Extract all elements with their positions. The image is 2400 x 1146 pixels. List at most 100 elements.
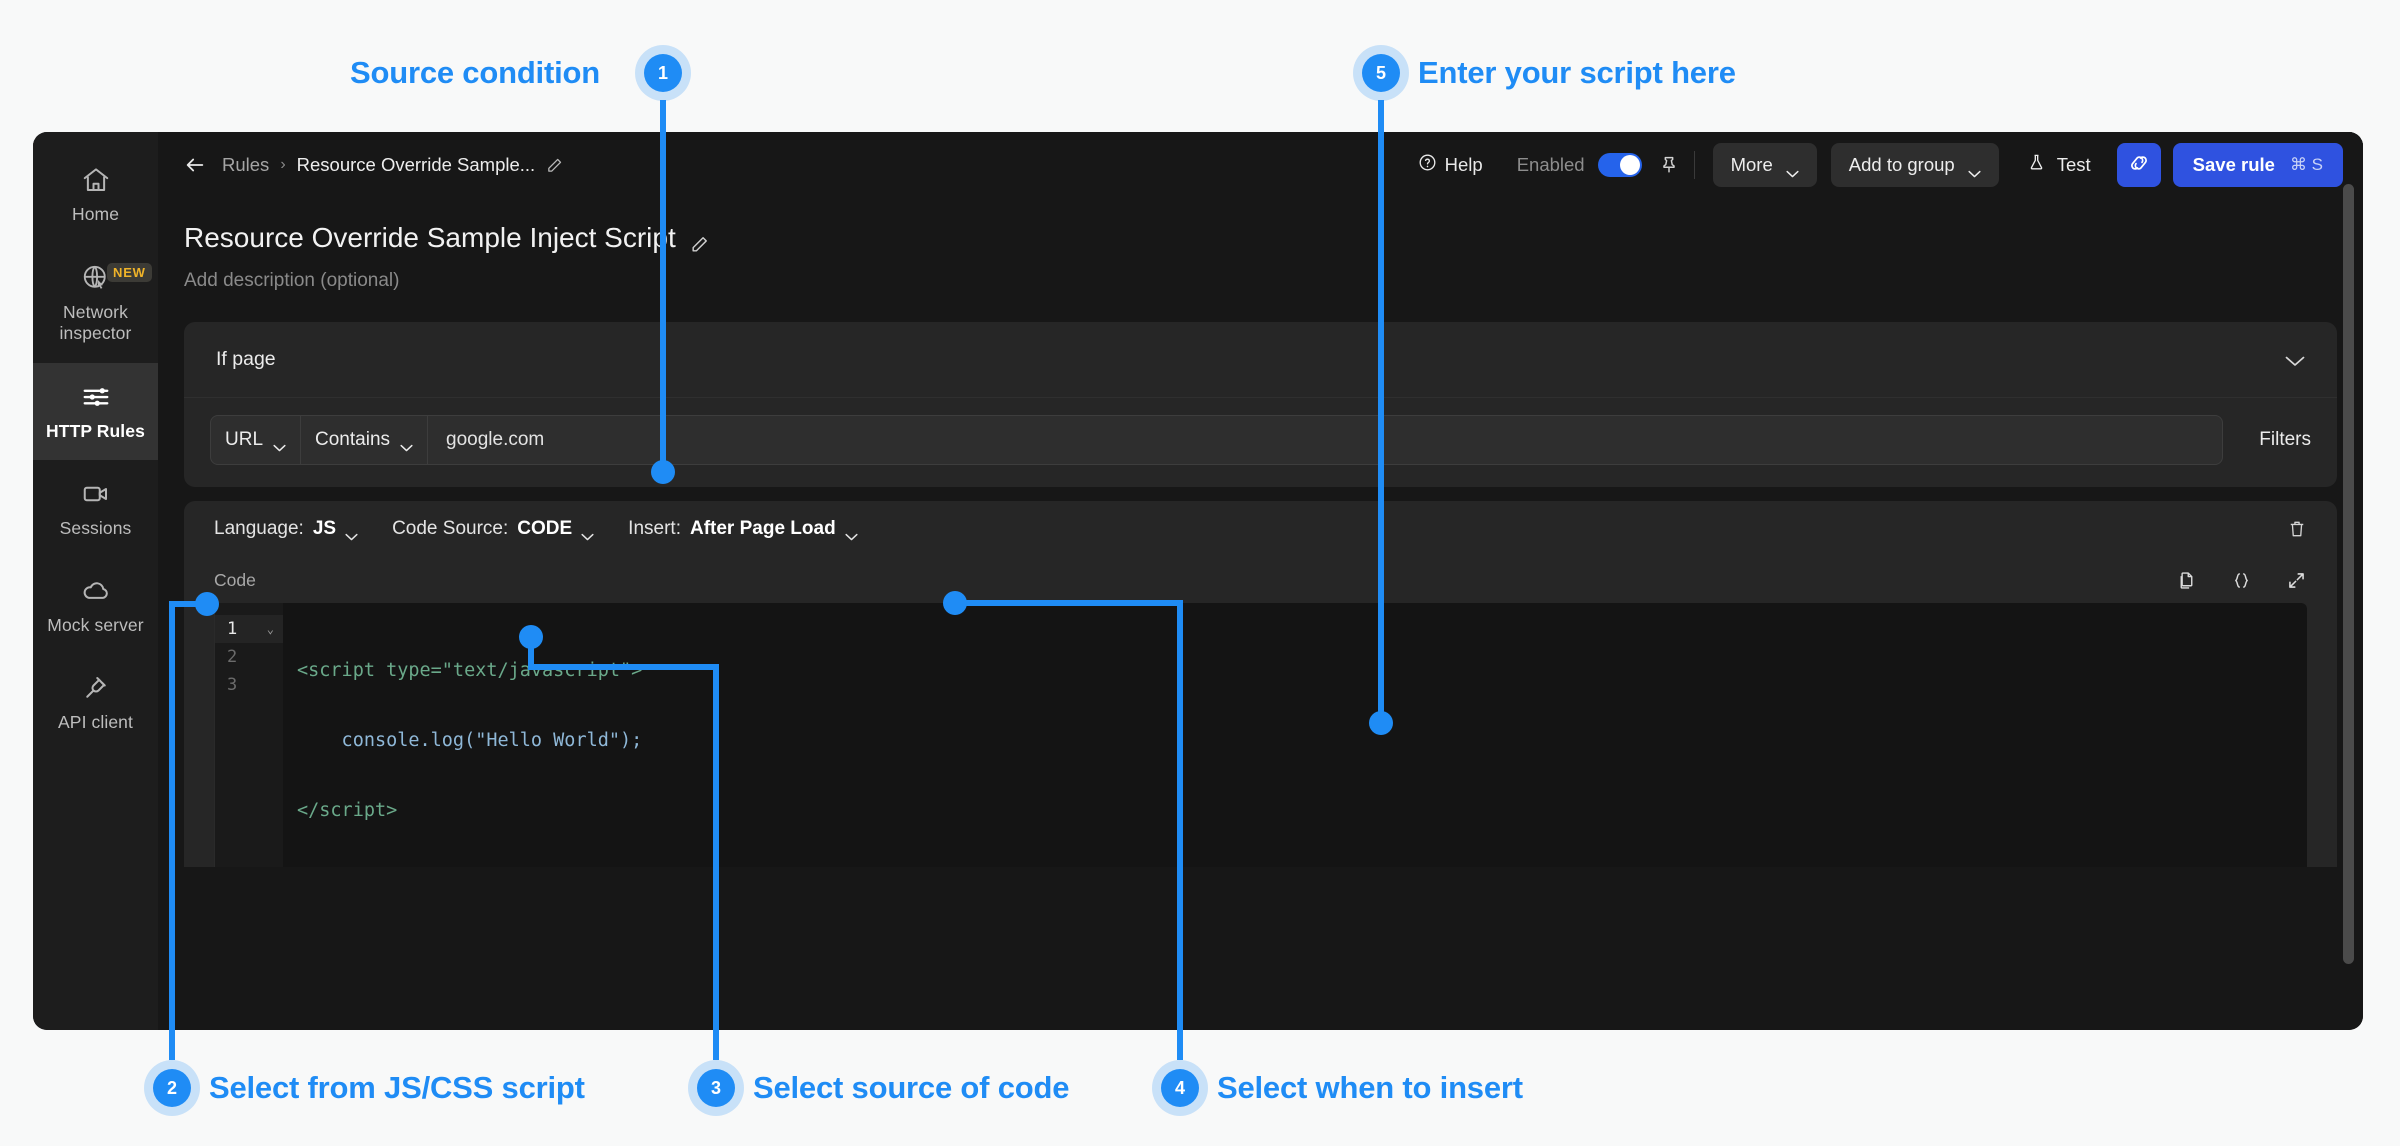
sidebar-item-home[interactable]: Home [33,146,158,243]
more-label: More [1730,154,1773,175]
sidebar-item-label: Network inspector [59,301,132,343]
topbar: Rules › Resource Override Sample... Help [158,132,2363,198]
title-block: Resource Override Sample Inject Script A… [158,198,2363,292]
video-camera-icon [81,479,111,509]
condition-value-input[interactable]: google.com [428,415,2224,465]
page-title-row: Resource Override Sample Inject Script [184,222,2337,254]
app-window: Home NEW Network inspector HTT [33,132,2363,1030]
save-rule-button[interactable]: Save rule ⌘ S [2172,143,2343,187]
line-number: 1 [227,619,238,639]
code-source-value: CODE [517,518,573,539]
chevron-down-icon [581,525,594,541]
condition-card-header: If page [184,322,2337,398]
globe-inspect-icon [81,263,111,293]
language-prefix: Language: [214,518,304,539]
add-to-group-button[interactable]: Add to group [1830,143,1999,187]
code-line-2: console.log("Hello World"); [297,727,2307,755]
chevron-down-icon [400,436,413,452]
help-button[interactable]: Help [1418,153,1483,177]
code-editor[interactable]: 1 ⌄ 2 3 <script type="text/ja [214,603,2307,867]
new-badge: NEW [107,263,152,282]
edit-pencil-icon[interactable] [546,157,563,174]
insert-prefix: Insert: [628,518,681,539]
test-button[interactable]: Test [2013,152,2105,178]
gutter-line: 2 [215,643,283,671]
sidebar-item-label: API client [58,711,133,732]
gutter-line: 1 ⌄ [215,615,283,643]
language-select[interactable]: Language: JS [214,518,358,541]
link-icon [2128,152,2150,179]
enabled-label: Enabled [1516,154,1585,175]
code-label: Code [214,569,256,590]
main-content: Rules › Resource Override Sample... Help [158,132,2363,1030]
insert-timing-select[interactable]: Insert: After Page Load [628,518,858,541]
cloud-icon [81,576,111,606]
format-braces-icon[interactable] [2231,570,2252,591]
condition-operator-select[interactable]: Contains [301,415,429,465]
code-source-select[interactable]: Code Source: CODE [392,518,594,541]
flask-icon [2027,152,2046,178]
sidebar: Home NEW Network inspector HTT [33,132,158,1030]
sidebar-item-sessions[interactable]: Sessions [33,460,158,557]
breadcrumb-current: Resource Override Sample... [296,154,536,175]
editor-code-area[interactable]: <script type="text/javascript"> console.… [283,603,2307,867]
condition-card: If page URL Contains [184,322,2337,487]
fold-chevron-icon[interactable]: ⌄ [266,622,274,636]
line-number: 2 [227,647,238,667]
back-arrow-icon[interactable] [184,154,206,176]
description-input[interactable]: Add description (optional) [184,270,400,291]
breadcrumb-rules[interactable]: Rules [222,154,270,175]
sidebar-item-api-client[interactable]: API client [33,654,158,751]
save-rule-label: Save rule [2192,154,2275,175]
sidebar-item-mock-server[interactable]: Mock server [33,557,158,654]
add-to-group-label: Add to group [1848,154,1955,175]
condition-field-select[interactable]: URL [210,415,302,465]
chevron-down-icon [1786,161,1799,178]
sidebar-item-label: Mock server [47,614,144,635]
pin-icon[interactable] [1658,154,1680,176]
language-value: JS [312,518,337,539]
script-card: Language: JS Code Source: CODE [184,501,2337,867]
share-link-button[interactable] [2116,143,2161,187]
vertical-scrollbar[interactable] [2343,184,2354,964]
sidebar-item-network-inspector[interactable]: NEW Network inspector [33,243,158,363]
save-shortcut: ⌘ S [2289,155,2323,174]
title-edit-pencil-icon[interactable] [690,229,709,252]
sliders-icon [81,382,111,412]
code-line-2-text: console.log("Hello World"); [297,730,643,751]
gutter-line: 3 [215,671,283,699]
home-icon [81,165,111,195]
chevron-down-icon [345,525,358,541]
page-title: Resource Override Sample Inject Script [184,222,676,253]
rule-body: If page URL Contains [158,292,2363,1030]
code-line-1-text: <script type="text/javascript"> [297,660,643,681]
plug-icon [81,673,111,703]
chevron-down-icon [273,436,286,452]
sidebar-item-label: HTTP Rules [46,420,145,441]
condition-field-value: URL [225,429,264,450]
expand-icon[interactable] [2286,570,2307,591]
test-label: Test [2056,154,2091,175]
sidebar-item-http-rules[interactable]: HTTP Rules [33,363,158,460]
code-source-prefix: Code Source: [392,518,509,539]
sidebar-item-label: Home [71,203,120,224]
copy-icon[interactable] [2176,570,2197,591]
trash-icon[interactable] [2287,518,2307,540]
code-line-1: <script type="text/javascript"> [297,657,2307,685]
line-number: 3 [227,675,238,695]
chevron-down-icon [845,525,858,541]
breadcrumb-separator: › [280,156,286,173]
filters-button[interactable]: Filters [2259,429,2311,450]
editor-gutter: 1 ⌄ 2 3 [215,603,283,867]
sidebar-item-label: Sessions [59,517,132,538]
help-label: Help [1444,154,1483,175]
code-line-3: </script> [297,797,2307,825]
help-circle-icon [1418,153,1437,177]
insert-value: After Page Load [689,518,836,539]
enabled-toggle[interactable] [1597,153,1642,177]
more-button[interactable]: More [1712,143,1817,187]
toolbar-divider [1693,151,1695,179]
condition-heading: If page [216,348,276,370]
chevron-down-icon[interactable] [2285,354,2305,366]
